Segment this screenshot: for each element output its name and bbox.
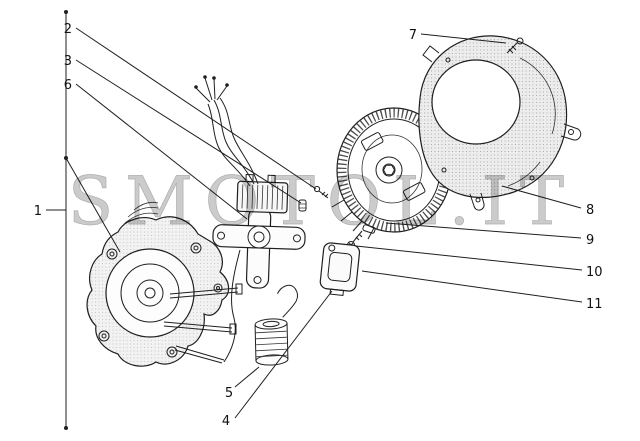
callout-9: 9 — [586, 233, 594, 248]
callout-10: 10 — [586, 265, 603, 280]
screw-part2 — [313, 185, 329, 199]
callouts: 2 3 6 1 7 8 9 10 11 5 4 — [34, 22, 603, 429]
watermark: SMOTOL.IT — [68, 163, 576, 240]
crankcase-half — [86, 201, 243, 367]
callout-6: 6 — [64, 78, 72, 93]
stator-plate — [212, 173, 306, 289]
ht-coil — [254, 284, 299, 366]
crankcase-studs — [163, 283, 243, 364]
stator-wires — [194, 75, 259, 363]
callout-1: 1 — [34, 204, 42, 219]
callout-5: 5 — [225, 386, 233, 401]
callout-2: 2 — [64, 22, 72, 37]
ignition-coil — [236, 173, 289, 214]
callout-4: 4 — [222, 414, 230, 429]
callout-11: 11 — [586, 297, 603, 312]
fan-cover — [418, 35, 582, 211]
callout-3: 3 — [64, 54, 72, 69]
spacer-part3 — [298, 199, 307, 212]
cover-screw — [506, 37, 524, 54]
callout-8: 8 — [586, 203, 594, 218]
flywheel-key — [362, 224, 376, 234]
callout-7: 7 — [409, 28, 417, 43]
leader-lines — [46, 10, 583, 430]
cdi-unit — [319, 242, 361, 297]
